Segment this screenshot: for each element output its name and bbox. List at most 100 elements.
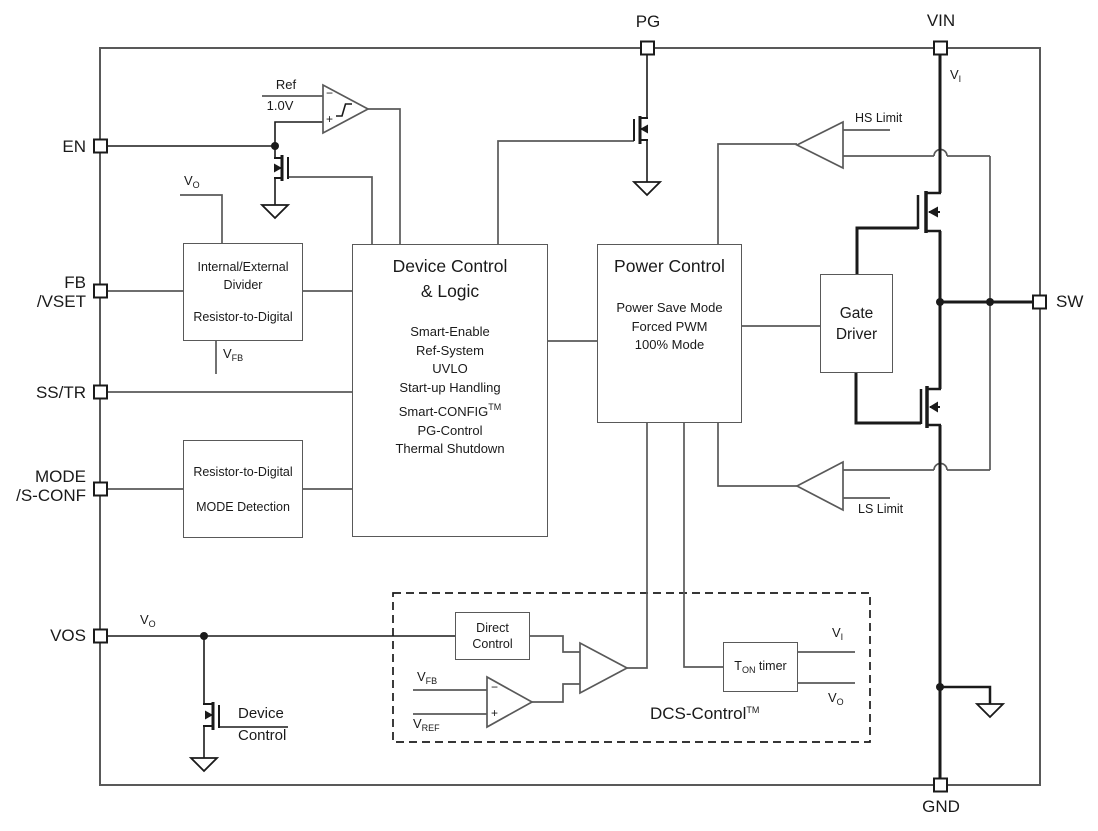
fb-divider-block: Internal/External Divider Resistor-to-Di… [183,243,303,341]
pin-vin [933,40,948,56]
black-wires [107,55,648,758]
vi-label-vin: VI [950,67,962,84]
vi-label-ton: VI [832,625,844,642]
mode-block-line2: MODE Detection [196,500,290,514]
pin-label-vin: VIN [926,11,956,30]
device-control-block: Device Control & Logic Smart-Enable Ref-… [352,244,548,537]
device-control-item: Ref-System [416,342,484,358]
direct-control-block: Direct Control [455,612,530,660]
ton-timer-label: TON timer [734,659,786,675]
dcs-control-dashed-box [392,592,871,743]
fb-divider-line2: Divider [223,278,263,292]
direct-control-line1: Direct [476,621,509,635]
ton-timer-block: TON timer [723,642,798,692]
pin-label-fb-line2: /VSET [36,292,86,312]
hs-limit-label: HS Limit [855,111,903,125]
power-path [854,55,1033,785]
power-control-item: Power Save Mode [616,300,723,315]
vfb-label-dcs: VFB [417,669,437,686]
pin-gnd [933,777,948,793]
vi-v: V [950,67,959,82]
pin-ss-tr [93,384,108,400]
pin-label-sw: SW [1056,292,1084,311]
wire-comparator-to-amp [532,683,580,703]
pin-label-vos: VOS [50,626,86,645]
ton-t: T [734,659,742,673]
mode-block-line1: Resistor-to-Digital [193,465,293,479]
ls-limit-comparator [795,460,844,512]
device-control-title1: Device Control [392,256,508,276]
vfb-v: V [417,669,426,684]
junction-gnd-branch [936,683,944,691]
en-comp-plus: + [326,112,334,126]
vo-v: V [184,173,193,188]
pin-pg [640,40,655,56]
vi-sub: I [958,74,962,84]
pin-label-gnd: GND [922,797,960,816]
device-control-item-smart-config: Smart-CONFIGTM [353,398,547,422]
gate-driver-line1: Gate [839,304,874,322]
ground-symbols [188,181,1006,773]
device-control-item: Start-up Handling [399,380,501,396]
dcs-comparator [486,675,534,729]
vo-sub: O [836,697,844,707]
dcs-comp-minus: − [491,680,499,694]
dcs-control-label: DCS-ControlTM [650,704,759,723]
gate-driver-block: Gate Driver [820,274,893,373]
gate-driver-line2: Driver [835,325,878,343]
pin-sw [1032,294,1047,310]
vos-ground-icon [188,757,220,773]
wire-direct-control-to-amp [530,635,580,653]
vref-label-dcs: VREF [413,716,440,733]
dcs-control-tm: TM [746,705,760,715]
pin-label-mode-line1: MODE [35,467,86,486]
fb-divider-line3: Resistor-to-Digital [193,310,293,324]
wire-vo-flag [180,194,223,243]
vo-sub: O [192,180,200,190]
ref-label: Ref [275,77,297,92]
device-control-item: PG-Control [417,422,483,438]
wire-pg-fet-gate [497,140,634,244]
en-fet [274,155,289,181]
signal-wires [107,95,991,715]
pin-mode-sconf [93,481,108,497]
vo-label-vos: VO [140,612,156,629]
vfb-label-fb: VFB [223,346,243,363]
vos-fet-body-arrow [205,710,213,720]
vos-fet [203,702,220,730]
pin-fb-vset [93,283,108,299]
dcs-comp-plus: + [491,706,499,720]
gnd-branch-ground-icon [974,703,1006,719]
pin-label-fb-line1: FB [64,273,86,292]
wire-en-to-comparator-plus [274,121,323,146]
fb-divider-line1: Internal/External [197,260,289,274]
pin-label-en: EN [62,137,86,156]
mode-detection-block: Resistor-to-Digital MODE Detection [183,440,303,538]
hysteresis-icon [336,103,352,117]
en-comparator [322,83,370,135]
device-control-title2: & Logic [420,281,480,301]
ls-limit-label: LS Limit [858,502,904,516]
wire-power-control-to-amp [627,423,648,669]
dcs-amplifier [579,641,629,695]
direct-control-line2: Control [472,637,513,651]
vref-v: V [413,716,422,731]
smart-config-tm: TM [488,401,502,412]
pin-label-mode-line2: /S-CONF [16,486,86,506]
wire-hs-comp-output [717,143,797,244]
pin-label-pg: PG [635,12,661,31]
package-pins [93,40,1047,793]
ton-sub: ON [741,665,756,675]
vfb-v: V [223,346,232,361]
dcs-control-text: DCS-Control [650,704,747,723]
vi-sub: I [840,632,844,642]
junction-dots [200,142,994,691]
hs-limit-comparator [795,120,844,170]
pg-fet [633,116,648,144]
ls-mosfet [919,386,941,428]
device-label: Device [238,705,284,722]
pin-en [93,138,108,154]
vo-sub: O [148,619,156,629]
